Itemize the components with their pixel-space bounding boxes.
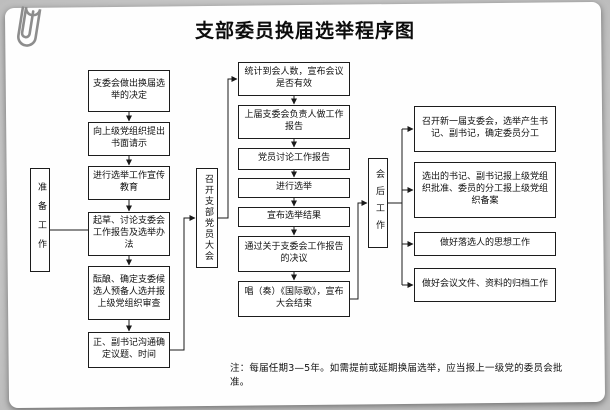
flow-step-middle-7: 唱（奏）《国际歌》，宣布大会结束 <box>238 281 350 317</box>
flow-step-right-1: 召开新一届支委会，选举产生书记、副书记，确定委员分工 <box>414 106 556 152</box>
paperclip-icon <box>17 6 42 47</box>
flow-step-middle-5: 宣布选举结果 <box>238 207 350 227</box>
footnote: 注：每届任期3—5年。如需提前或延期换届选举，应当报上一级党的委员会批准。 <box>230 363 563 388</box>
flow-step-left-6: 正、副书记沟通确定议题、时间 <box>88 332 170 368</box>
page-title: 支部委员换届选举程序图 <box>194 20 415 42</box>
phase-label-post-meeting: 会后工作 <box>368 158 388 248</box>
flow-step-middle-6: 通过关于支委会工作报告的决议 <box>238 236 350 272</box>
flow-step-left-5: 酝酿、确定支委候选人预备人选并报上级党组织审查 <box>88 266 170 320</box>
flow-step-left-1: 支委会做出换届选举的决定 <box>88 70 170 112</box>
flow-step-middle-3: 党员讨论工作报告 <box>238 148 350 170</box>
flow-step-right-3: 做好落选人的思想工作 <box>414 232 556 256</box>
flow-step-middle-2: 上届支委会负责人做工作报告 <box>238 105 350 139</box>
flow-step-middle-1: 统计到会人数，宣布会议是否有效 <box>238 62 350 96</box>
flow-step-left-4: 起草、讨论支委会工作报告及选举办法 <box>88 212 170 256</box>
flow-step-right-4: 做好会议文件、资料的归档工作 <box>414 268 556 302</box>
flow-step-left-3: 进行选举工作宣传教育 <box>88 166 170 200</box>
phase-label-branch-member-meeting: 召开支部党员大会 <box>196 168 218 268</box>
flow-step-right-2: 选出的书记、副书记报上级党组织批准、委员的分工报上级党组织备案 <box>414 162 556 218</box>
flow-step-left-2: 向上级党组织提出书面请示 <box>88 122 170 156</box>
flow-step-middle-4: 进行选举 <box>238 178 350 198</box>
phase-label-preparation: 准备工作 <box>30 168 50 272</box>
